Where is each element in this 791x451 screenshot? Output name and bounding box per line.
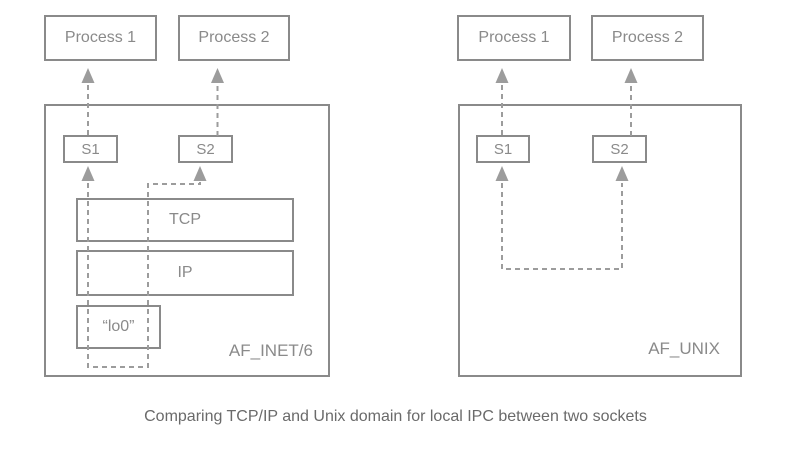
- inet-process-1-label: Process 1: [64, 29, 137, 46]
- inet-process-2-label: Process 2: [198, 29, 270, 46]
- unix-socket-2-label: S2: [610, 140, 629, 158]
- unix-domain-label: AF_UNIX: [648, 339, 720, 358]
- inet-ip-label: IP: [177, 264, 193, 281]
- unix-domain-box: [458, 104, 742, 377]
- unix-socket-1-box: S1: [476, 135, 530, 163]
- inet-process-2-box: Process 2: [178, 15, 290, 61]
- figure-caption: Comparing TCP/IP and Unix domain for loc…: [144, 408, 647, 425]
- inet-tcp-label: TCP: [169, 211, 201, 228]
- inet-ip-layer-box: IP: [76, 250, 294, 296]
- unix-socket-2-box: S2: [592, 135, 647, 163]
- unix-process-1-label: Process 1: [478, 29, 550, 46]
- inet-process-1-box: Process 1: [44, 15, 157, 61]
- inet-socket-2-label: S2: [196, 140, 215, 158]
- inet-domain-label: AF_INET/6: [228, 341, 313, 360]
- unix-process-2-label: Process 2: [611, 29, 684, 46]
- unix-socket-1-label: S1: [493, 140, 513, 158]
- inet-socket-1-box: S1: [63, 135, 118, 163]
- unix-process-1-box: Process 1: [457, 15, 571, 61]
- inet-socket-1-label: S1: [81, 140, 100, 158]
- inet-loopback-label: “lo0”: [102, 318, 135, 335]
- inet-loopback-box: “lo0”: [76, 305, 161, 349]
- inet-domain-box: [44, 104, 330, 377]
- inet-socket-2-box: S2: [178, 135, 233, 163]
- unix-process-2-box: Process 2: [591, 15, 704, 61]
- inet-tcp-layer-box: TCP: [76, 198, 294, 242]
